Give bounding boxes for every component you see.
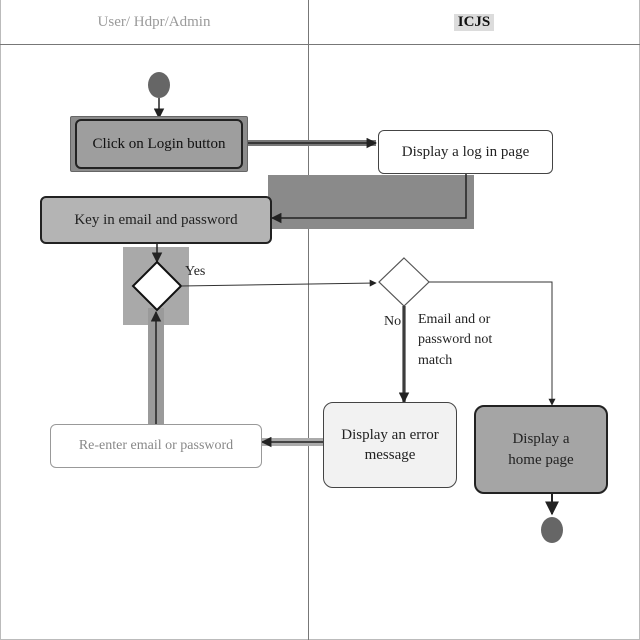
loop-highlight: [148, 308, 164, 424]
lane-divider: [308, 0, 309, 640]
decision-highlight: [123, 247, 189, 325]
activity-key-in-credentials: Key in email and password: [40, 196, 272, 244]
activity-reenter-credentials: Re-enter email or password: [50, 424, 262, 468]
arrow-display-to-keyin: [270, 174, 467, 224]
activity-click-login: Click on Login button: [70, 116, 248, 172]
highlight-block: [268, 175, 474, 229]
guard-yes-label: Yes: [185, 264, 206, 279]
check-decision-diamond: [378, 257, 430, 307]
lane-header-system: ICJS: [308, 0, 640, 44]
activity-reenter-credentials-label: Re-enter email or password: [78, 437, 234, 453]
arrow-to-check-decision: [180, 279, 377, 287]
merge-decision-diamond: [131, 260, 183, 312]
lane-header-user: User/ Hdpr/Admin: [97, 13, 211, 30]
guard-mismatch-label: Email and or password not match: [418, 312, 493, 368]
activity-display-login-page-label: Display a log in page: [401, 143, 530, 160]
activity-display-home-label: Display a home page: [508, 431, 574, 468]
start-node: [148, 72, 170, 98]
end-node: [541, 517, 563, 543]
frame-left-edge: [0, 0, 1, 640]
guard-no-label: No: [384, 314, 402, 329]
header-divider: [0, 44, 640, 45]
activity-display-error: Display an error message: [323, 402, 457, 488]
activity-display-home: Display a home page: [474, 405, 608, 494]
activity-click-login-label: Click on Login button: [75, 119, 243, 169]
activity-key-in-credentials-label: Key in email and password: [74, 211, 238, 228]
lane-header-system-label: ICJS: [453, 13, 495, 31]
activity-display-login-page: Display a log in page: [378, 130, 553, 174]
activity-display-error-label: Display an error message: [341, 426, 439, 463]
